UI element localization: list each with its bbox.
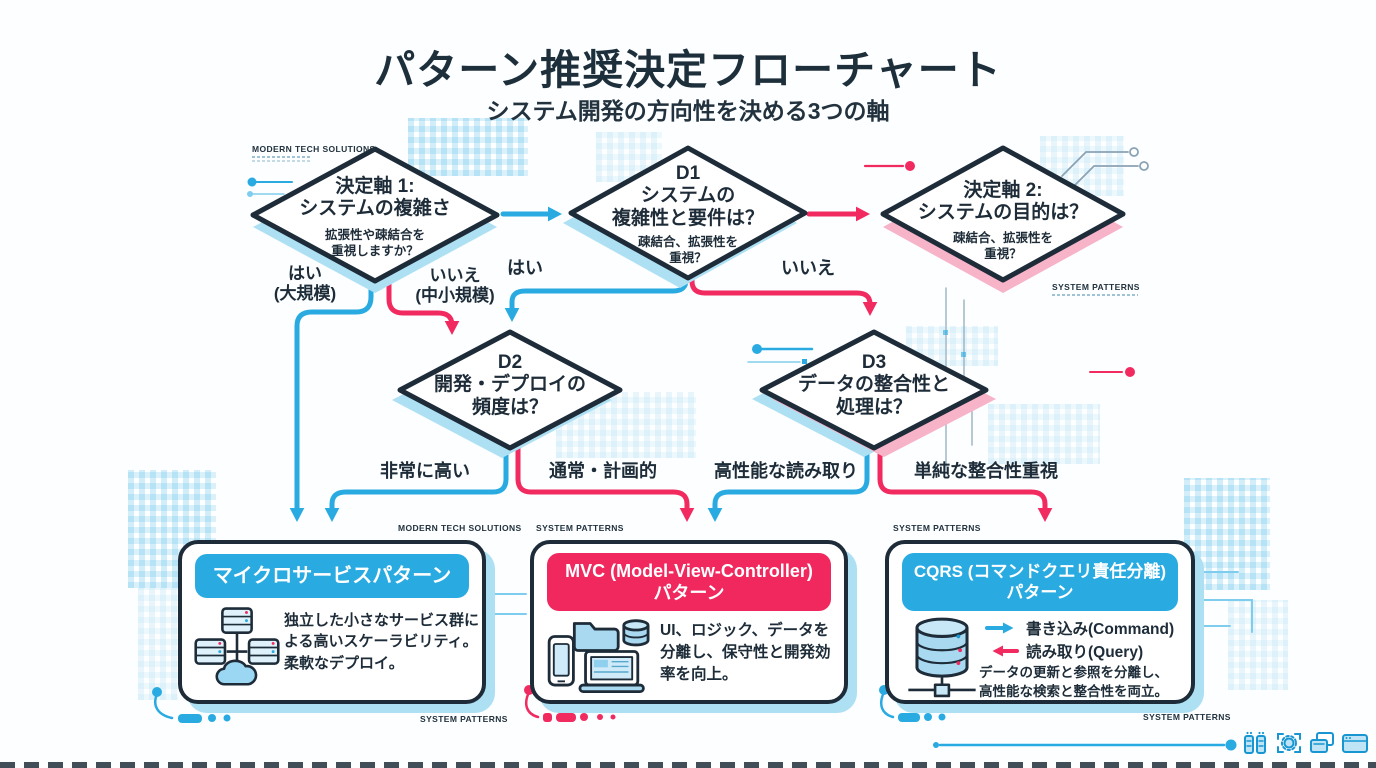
edge-label-axis1-no: いいえ (中小規模) — [415, 266, 495, 306]
mvc-box: MVC (Model-View-Controller) パターン UI、ロジック… — [530, 540, 848, 704]
edge-label-d1-yes: はい — [507, 258, 543, 278]
mvc-description: UI、ロジック、データを 分離し、保守性と開発効 率を向上。 — [660, 622, 831, 683]
footer-icons — [1244, 731, 1368, 754]
cqrs-description: データの更新と参照を分離し、 高性能な検索と整合性を両立。 — [979, 665, 1168, 699]
cqrs-read-row: 読み取り(Query) — [985, 639, 1191, 662]
gear-scan-icon — [1277, 733, 1301, 753]
watermark-modern-tech-box1: MODERN TECH SOLUTIONS — [398, 523, 522, 533]
pixel-mosaic — [1228, 600, 1288, 690]
micro-dotline — [1052, 294, 1138, 296]
command-arrow-icon — [985, 622, 1014, 633]
decision-axis1-node — [250, 146, 500, 284]
watermark-system-patterns-axis2: SYSTEM PATTERNS — [1052, 282, 1140, 292]
microservices-box: マイクロサービスパターン 独立した小さなサービス群に よる高いスケーラビリティ。… — [178, 540, 486, 704]
axis2-subtitle: 疎結合、拡張性を 重視？ — [952, 231, 1053, 262]
micro-dotline — [252, 160, 310, 162]
d3-title: D3 データの整合性と 処理は？ — [797, 352, 950, 418]
corner-curl-decoration — [152, 685, 1237, 751]
edge-d1-no — [689, 271, 878, 316]
servers-cloud-icon — [194, 607, 280, 686]
page-subtitle: システム開発の方向性を決める3つの軸 — [486, 98, 890, 124]
pixel-mosaic — [988, 404, 1100, 464]
decision-d2-node — [397, 329, 623, 451]
pixel-mosaic — [408, 118, 528, 176]
microservices-badge: マイクロサービスパターン — [195, 554, 469, 598]
cqrs-write-label: 書き込み(Command) — [1026, 620, 1175, 638]
pixel-mosaic — [138, 588, 178, 700]
page-title: パターン推奨決定フローチャート — [374, 47, 1002, 93]
devices-mvc-icon — [547, 619, 650, 693]
edge-d2-high — [324, 443, 509, 522]
edge-axis1-no — [386, 271, 460, 335]
watermark-modern-tech-top: MODERN TECH SOLUTIONS — [252, 144, 376, 154]
d2-title: D2 開発・デプロイの 頻度は？ — [433, 352, 586, 418]
cqrs-badge: CQRS (コマンドクエリ責任分離) パターン — [902, 553, 1178, 611]
query-arrow-icon — [992, 645, 1019, 656]
watermark-system-patterns-box3: SYSTEM PATTERNS — [893, 523, 981, 533]
cqrs-box: CQRS (コマンドクエリ責任分離) パターン 書き込み(Command) — [885, 540, 1195, 704]
decision-d3-node — [759, 329, 989, 451]
server-rack-icon — [1244, 731, 1266, 754]
edge-label-d3-simple: 単純な整合性重視 — [914, 461, 1058, 481]
axis1-title: 決定軸 1: システムの複雑さ — [299, 176, 451, 220]
cqrs-write-row: 書き込み(Command) — [985, 616, 1191, 639]
microservices-description: 独立した小さなサービス群に よる高いスケーラビリティ。 柔軟なデプロイ。 — [284, 612, 480, 672]
browser-window-icon — [1342, 734, 1368, 753]
bottom-track-decoration — [0, 762, 1376, 768]
edge-d1-yes — [504, 271, 689, 322]
micro-dotline — [252, 156, 310, 158]
decision-diamonds — [250, 145, 1126, 458]
decision-d1-node — [568, 145, 808, 281]
edge-label-d1-no: いいえ — [781, 258, 835, 278]
edge-d3-read — [707, 443, 870, 522]
watermark-system-patterns-bottom-right: SYSTEM PATTERNS — [1143, 712, 1231, 722]
mvc-badge: MVC (Model-View-Controller) パターン — [547, 553, 831, 611]
d1-subtitle: 疎結合、拡張性を 重視？ — [637, 235, 738, 266]
cqrs-read-label: 読み取り(Query) — [1026, 643, 1144, 661]
d1-title: D1 システムの 複雑性と要件は？ — [611, 163, 764, 229]
flow-arrows — [289, 206, 1053, 522]
edge-label-d3-read: 高性能な読み取り — [714, 461, 858, 481]
edge-axis1-yes — [289, 271, 374, 522]
edge-label-d2-normal: 通常・計画的 — [549, 461, 657, 481]
edge-label-d2-high: 非常に高い — [380, 461, 470, 481]
axis1-subtitle: 拡張性や疎結合を 重視しますか？ — [324, 228, 425, 259]
edge-label-axis1-yes: はい (大規模) — [273, 264, 337, 304]
edge-d2-normal — [515, 443, 695, 522]
watermark-system-patterns-box2: SYSTEM PATTERNS — [536, 523, 624, 533]
windows-stack-icon — [1310, 732, 1334, 753]
edge-d3-simple — [877, 443, 1053, 522]
axis2-title: 決定軸 2: システムの目的は？ — [917, 180, 1089, 224]
watermark-system-patterns-bottom-left: SYSTEM PATTERNS — [420, 714, 508, 724]
database-icon — [908, 617, 976, 698]
decision-axis2-node — [880, 145, 1126, 283]
